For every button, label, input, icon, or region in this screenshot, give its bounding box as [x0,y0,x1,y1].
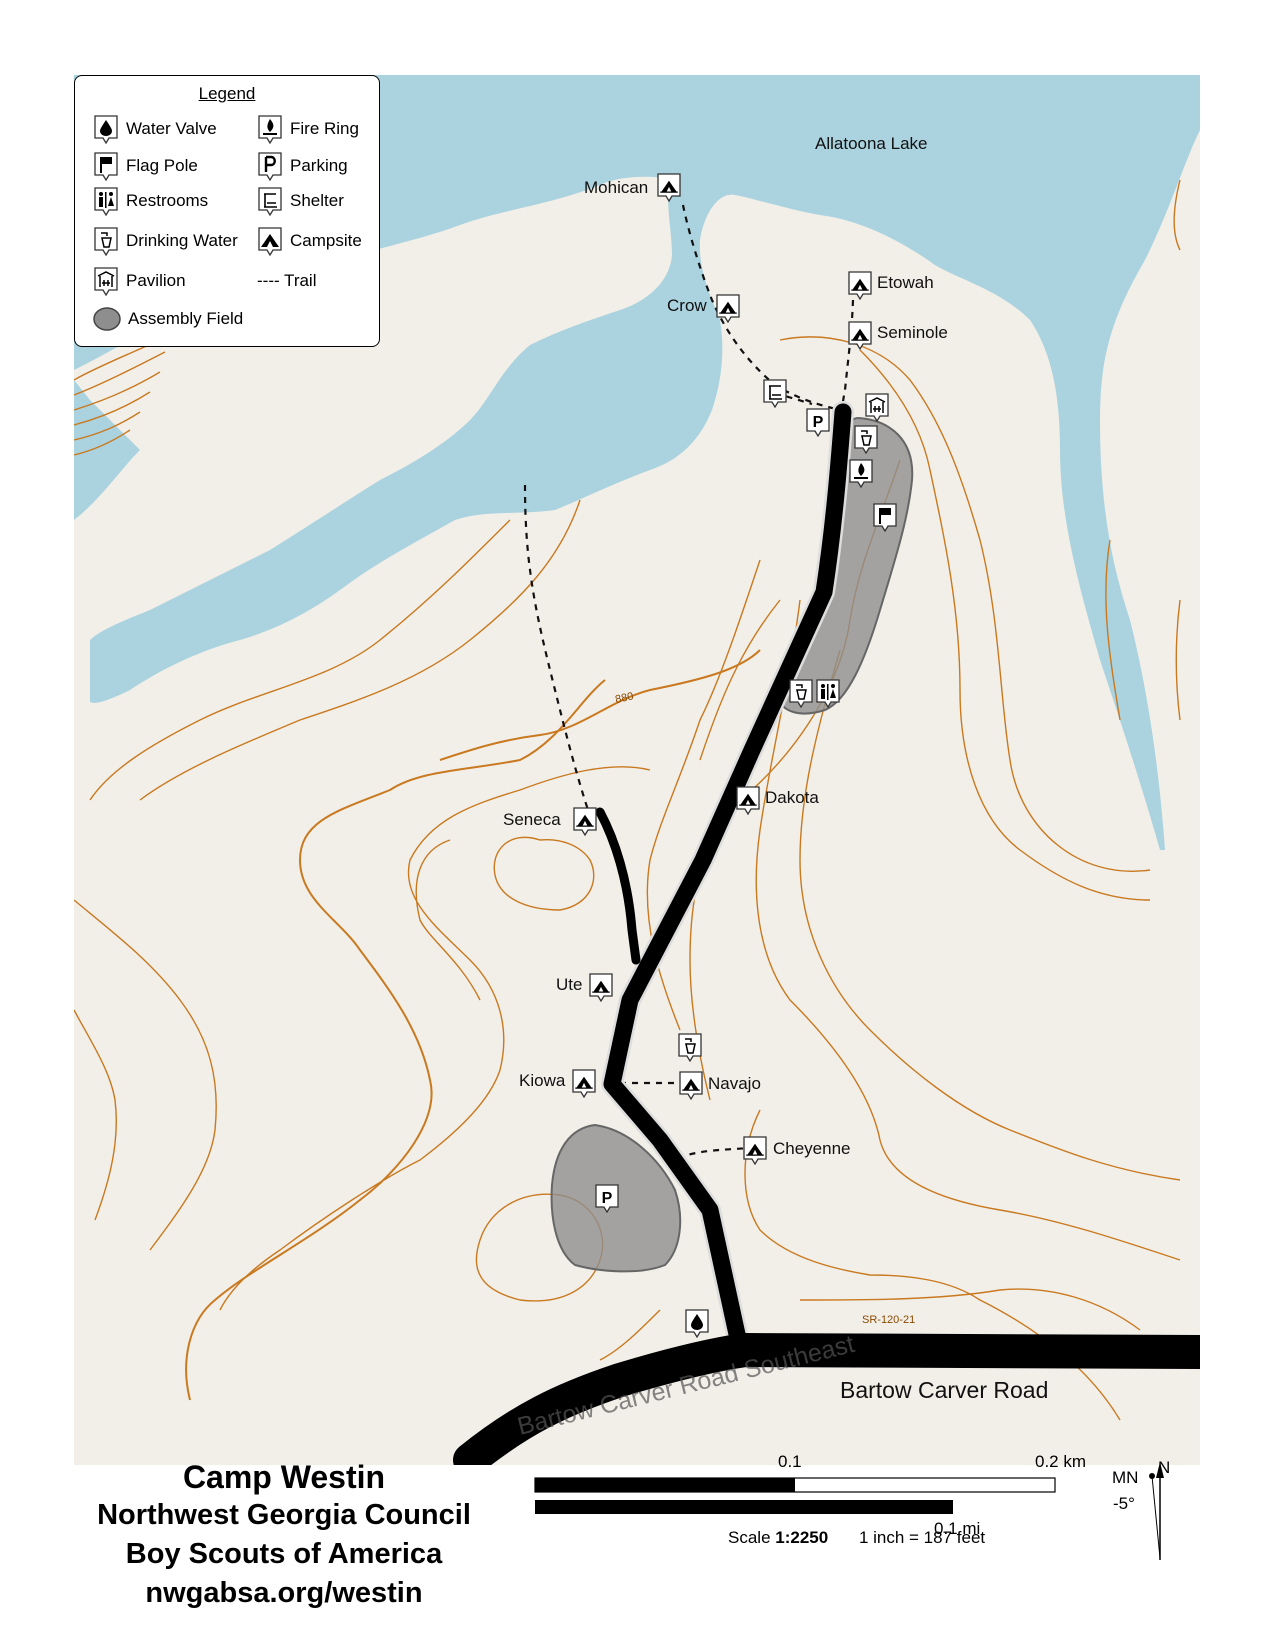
legend-item-parking: Parking [257,151,348,181]
assembly-field-icon [93,307,121,331]
legend-item-restrooms: Restrooms [93,186,208,216]
campsite-label-navajo: Navajo [708,1074,761,1093]
legend-item-drinking-water: Drinking Water [93,226,238,256]
scale-km-end: 0.2 km [1035,1452,1087,1471]
legend-title: Legend [198,84,256,103]
water-valve-icon [94,115,118,144]
lake-inlet [74,380,140,520]
svg-text:P: P [602,1190,613,1207]
drinking-water-icon[interactable] [789,679,813,708]
title-block: Camp Westin Northwest Georgia Council Bo… [74,1458,494,1613]
campsite-label-dakota: Dakota [765,788,819,807]
true-north-label: N [1158,1458,1171,1477]
scale-ratio-value: 1:2250 [775,1528,829,1547]
svg-text:P: P [813,414,824,431]
flag-pole-icon[interactable] [873,503,897,532]
campsite-label-crow: Crow [667,296,707,315]
legend-item-flag-pole: Flag Pole [93,151,198,181]
legend-item-shelter: Shelter [257,186,344,216]
restrooms-icon [94,187,118,216]
scale-ratio-prefix: Scale [728,1528,771,1547]
scale-bar-mi [535,1500,953,1514]
drinking-water-icon [94,227,118,256]
drinking-water-icon[interactable] [678,1033,702,1062]
scale-ratio: Scale 1:2250 1 inch = 187 feet [728,1528,985,1548]
organization-name: Boy Scouts of America [125,1538,443,1570]
campsite-label-etowah: Etowah [877,273,934,292]
parking-icon[interactable]: P [806,408,830,437]
lake-label: Allatoona Lake [815,134,927,153]
pavilion-icon [94,267,118,296]
camp-title: Camp Westin [182,1459,386,1495]
shelter-icon[interactable] [763,379,787,408]
scale-inch-text: 1 inch = 187 feet [858,1528,986,1547]
campsite-label-cheyenne: Cheyenne [773,1139,851,1158]
drinking-water-icon[interactable] [854,425,878,454]
legend-item-campsite: Campsite [257,226,362,256]
north-arrow-icon [1149,1462,1164,1560]
scale-km-mid: 0.1 [778,1452,802,1471]
seneca-spur-road [595,807,641,965]
legend-item-pavilion: Pavilion [93,266,186,296]
trail-icon: ---- Trail [257,271,317,290]
roads [453,401,1200,1465]
campsite-icon [258,227,282,256]
campsite-label-ute: Ute [556,975,582,994]
council-name: Northwest Georgia Council [97,1499,471,1531]
fire-ring-icon [258,115,282,144]
website-link[interactable]: nwgabsa.org/westin [145,1577,423,1609]
campsite-label-seneca: Seneca [503,810,561,829]
fire-ring-icon[interactable] [849,459,873,488]
campsite-label-mohican: Mohican [584,178,648,197]
scale-bar-km [534,1477,1056,1493]
legend-item-assembly-field: Assembly Field [93,306,243,332]
campsite-label-seminole: Seminole [877,323,948,342]
parking-icon [258,152,282,181]
parking-icon[interactable]: P [595,1184,619,1213]
shelter-icon [258,187,282,216]
legend-item-trail: ---- Trail [257,266,316,296]
legend-item-fire-ring: Fire Ring [257,114,359,144]
restrooms-icon[interactable] [816,679,840,708]
magnetic-north-label: MN [1112,1468,1139,1487]
bartow-carver-road [453,1333,1200,1465]
water-valve-icon[interactable] [685,1309,709,1338]
flag-pole-icon [94,152,118,181]
scale-mi-end: 0.1 mi [934,1519,981,1538]
pavilion-icon[interactable] [865,393,889,422]
road-tiny-label: SR-120-21 [862,1314,915,1326]
allatoona-lake [74,75,1200,850]
legend-item-water-valve: Water Valve [93,114,217,144]
map-legend: Legend Water Valve Fire Ring Flag Pole P… [74,75,380,347]
elevation-label-880: 880 [614,690,634,706]
declination-label: -5° [1113,1494,1135,1513]
campsite-label-kiowa: Kiowa [519,1071,566,1090]
road-label-bartow-carver: Bartow Carver Road [840,1377,1048,1403]
